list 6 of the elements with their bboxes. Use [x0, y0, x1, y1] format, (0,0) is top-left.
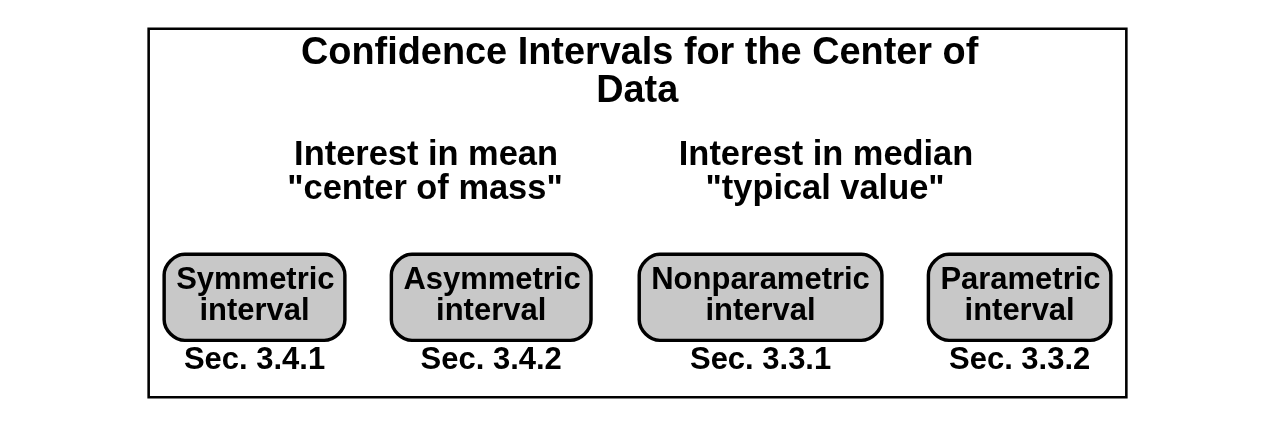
node-label: Sec. 3.4.2 [420, 340, 562, 376]
node-label: Sec. 3.4.1 [183, 340, 326, 376]
label: Interest in median "typical value" [678, 133, 974, 207]
label: Interest in mean "center of mass" [287, 133, 563, 207]
node-label: Sec. 3.3.2 [949, 340, 1091, 376]
node-label: Sec. 3.3.1 [690, 340, 832, 376]
